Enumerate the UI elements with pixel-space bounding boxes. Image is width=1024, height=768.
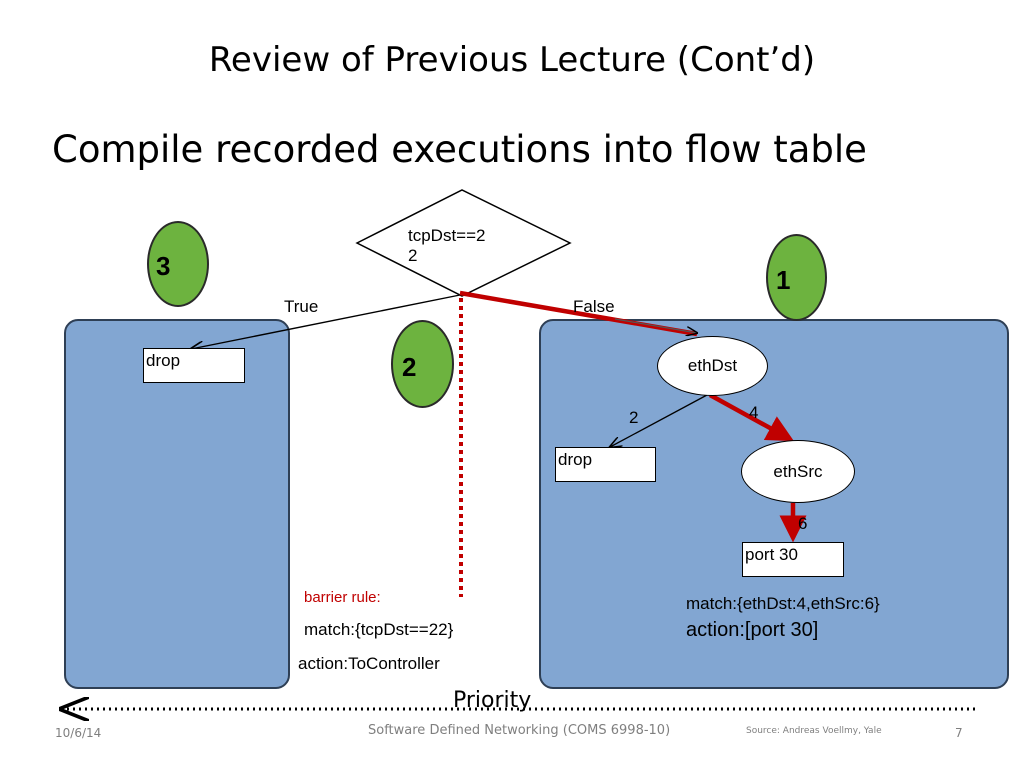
slide-title: Review of Previous Lecture (Cont’d)	[208, 40, 816, 80]
true-edge	[191, 294, 461, 349]
edge-ethdst-ethsrc	[708, 393, 794, 442]
barrier-match: match:{tcpDst==22}	[304, 620, 454, 639]
badge-1: 1	[766, 234, 827, 321]
footer-course: Software Defined Networking (COMS 6998-1…	[368, 723, 671, 738]
badge-2-text: 2	[402, 352, 417, 382]
edge-ethdst-drop	[610, 394, 708, 447]
decision-line-1: tcpDst==2	[408, 226, 486, 245]
slide-subtitle: Compile recorded executions into flow ta…	[52, 128, 867, 171]
footer-page-number: 7	[955, 726, 963, 740]
badge-3: 3	[147, 221, 209, 307]
badge-3-text: 3	[156, 251, 171, 281]
priority-label: Priority	[453, 688, 532, 713]
decision-label: tcpDst==2 2	[408, 226, 486, 266]
barrier-action: action:ToController	[298, 654, 440, 673]
false-edge	[459, 290, 698, 337]
badge-2: 2	[391, 320, 454, 408]
true-label: True	[284, 297, 319, 316]
right-panel	[539, 319, 1009, 689]
edge-label-2: 2	[629, 408, 639, 427]
barrier-rule-label: barrier rule:	[304, 589, 381, 606]
edge-label-6: 6	[798, 514, 808, 533]
false-label: False	[573, 297, 615, 316]
decision-line-2: 2	[408, 246, 418, 265]
false-edge-tip	[614, 318, 697, 333]
right-drop-box: drop	[555, 447, 656, 482]
ethsrc-node: ethSrc	[741, 440, 855, 503]
right-rule-action: action:[port 30]	[686, 619, 819, 641]
ethdst-text: ethDst	[687, 356, 738, 375]
decision-diamond	[355, 189, 572, 297]
badge-1-text: 1	[776, 265, 791, 295]
ethsrc-text: ethSrc	[773, 461, 823, 481]
footer-source: Source: Andreas Voellmy, Yale	[746, 726, 882, 736]
footer-date: 10/6/14	[55, 726, 102, 740]
left-drop-box: drop	[143, 348, 245, 383]
right-rule-match: match:{ethDst:4,ethSrc:6}	[686, 594, 880, 613]
ethdst-node: ethDst	[657, 336, 768, 396]
edge-label-4: 4	[749, 403, 759, 422]
port-box: port 30	[742, 542, 844, 577]
